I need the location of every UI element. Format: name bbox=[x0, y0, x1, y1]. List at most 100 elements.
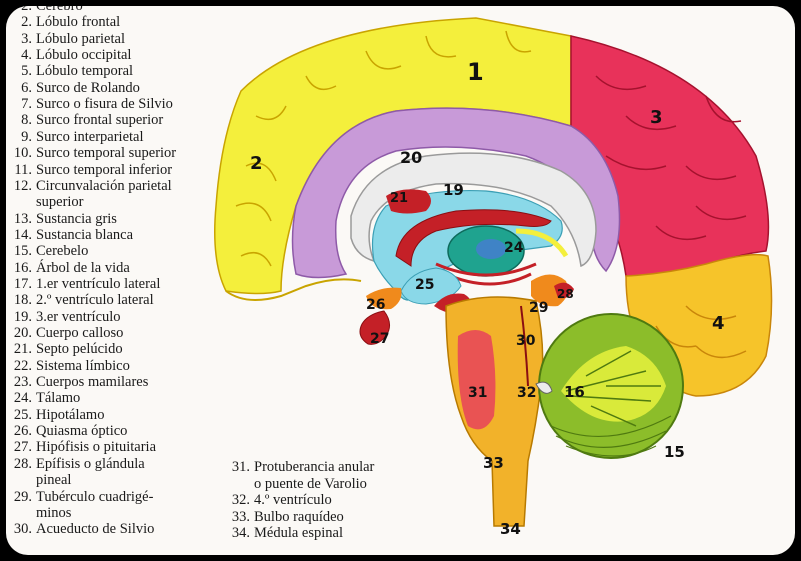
label-28: 28 bbox=[557, 287, 574, 301]
legend-item: 11.Surco temporal inferior bbox=[6, 162, 231, 178]
legend-item: 16.Árbol de la vida bbox=[6, 260, 231, 276]
legend-item: 3.Lóbulo parietal bbox=[6, 31, 231, 47]
legend-item-number: 34. bbox=[231, 525, 250, 541]
legend-item-text: Cerebelo bbox=[36, 243, 89, 260]
legend-item-text: Lóbulo frontal bbox=[36, 14, 121, 31]
legend-item: 28.Epífisis o glándula bbox=[6, 456, 231, 472]
legend-item-text: Lóbulo temporal bbox=[36, 63, 134, 80]
legend-item: 5.Lóbulo temporal bbox=[6, 63, 231, 79]
legend-item: 27.Hipófisis o pituitaria bbox=[6, 439, 231, 455]
label-16: 16 bbox=[564, 383, 585, 401]
label-21: 21 bbox=[390, 191, 408, 206]
legend-item: 14.Sustancia blanca bbox=[6, 227, 231, 243]
legend-item-text: Sustancia blanca bbox=[36, 226, 134, 243]
legend-item-number: 2. bbox=[21, 14, 32, 31]
pineal-region bbox=[554, 282, 574, 299]
arbor-vitae-region bbox=[561, 346, 666, 422]
quadrigeminal-region bbox=[531, 274, 568, 307]
legend-item-text: Acueducto de Silvio bbox=[36, 521, 155, 538]
legend-item-number: 26. bbox=[13, 423, 32, 440]
label-26: 26 bbox=[366, 297, 385, 313]
label-19: 19 bbox=[443, 181, 464, 199]
legend-item-number: 23. bbox=[13, 374, 32, 391]
legend-item: superior bbox=[6, 194, 231, 210]
label-2: 2 bbox=[250, 153, 263, 174]
legend-item-number: 20. bbox=[13, 325, 32, 341]
legend-item-number: 15. bbox=[13, 243, 32, 260]
legend-item-number: 33. bbox=[231, 508, 250, 525]
legend-item-text: Árbol de la vida bbox=[36, 259, 130, 276]
legend-item-number: 27. bbox=[13, 439, 32, 456]
legend-item-text: 2.º ventrículo lateral bbox=[36, 292, 154, 309]
legend-item-number: 25. bbox=[13, 406, 32, 423]
label-31: 31 bbox=[468, 385, 487, 401]
legend-item: 22.Sistema límbico bbox=[6, 358, 231, 374]
label-34: 34 bbox=[500, 520, 521, 538]
legend-item-number: 21. bbox=[13, 341, 32, 358]
legend-item: 30.Acueducto de Silvio bbox=[6, 521, 231, 537]
legend-item-number: 5. bbox=[21, 63, 32, 80]
legend-item-number: 32. bbox=[231, 492, 250, 508]
legend-item: 15.Cerebelo bbox=[6, 243, 231, 259]
legend-item-text: Sistema límbico bbox=[36, 357, 130, 374]
label-30: 30 bbox=[516, 333, 536, 349]
legend-item: 17.1.er ventrículo lateral bbox=[6, 276, 231, 292]
legend-item: 33.Bulbo raquídeo bbox=[224, 509, 424, 525]
legend-item: 19.3.er ventrículo bbox=[6, 309, 231, 325]
legend-item: 9.Surco interparietal bbox=[6, 129, 231, 145]
legend-item-number: 10. bbox=[13, 145, 32, 162]
legend-item-number: 17. bbox=[13, 275, 32, 292]
legend-item-text: 4.º ventrículo bbox=[254, 492, 332, 508]
legend-item-text: Surco temporal inferior bbox=[36, 161, 173, 178]
brain-sagittal-diagram: 1 2 3 4 15 16 19 20 21 24 25 26 27 28 29… bbox=[214, 17, 773, 538]
legend-item-number: 28. bbox=[13, 455, 32, 472]
fornix-arc bbox=[395, 209, 552, 267]
legend-item-text: 3.er ventrículo bbox=[36, 308, 121, 325]
label-15: 15 bbox=[664, 443, 685, 461]
legend-item: 26.Quiasma óptico bbox=[6, 423, 231, 439]
legend-item-text: minos bbox=[36, 504, 72, 521]
corpus-callosum-region bbox=[350, 152, 597, 268]
legend-item-number: 30. bbox=[13, 521, 32, 538]
legend-item-number: 2. bbox=[21, 6, 32, 14]
legend-item-text: Cuerpo calloso bbox=[36, 325, 124, 341]
legend-item-text: Protuberancia anular bbox=[254, 459, 375, 475]
label-1: 1 bbox=[467, 58, 484, 86]
legend-item: 7.Surco o fisura de Silvio bbox=[6, 96, 231, 112]
legend-item-text: Sustancia gris bbox=[36, 210, 117, 227]
legend-item-text: Cuerpos mamilares bbox=[36, 374, 149, 391]
septum-pellucidum-region bbox=[386, 189, 431, 214]
legend-item-number: 11. bbox=[14, 161, 32, 178]
legend-item: 21.Septo pelúcido bbox=[6, 341, 231, 357]
legend-item: 13.Sustancia gris bbox=[6, 211, 231, 227]
legend-item-text: Lóbulo occipital bbox=[36, 47, 132, 64]
legend-item-number: 4. bbox=[21, 47, 32, 64]
legend-item: 24.Tálamo bbox=[6, 390, 231, 406]
pons-region bbox=[457, 330, 496, 430]
legend-item-number: 22. bbox=[13, 357, 32, 374]
legend-item-text: Tálamo bbox=[36, 390, 81, 407]
legend-item-text: Surco o fisura de Silvio bbox=[36, 96, 173, 113]
legend-item: 12.Circunvalación parietal bbox=[6, 178, 231, 194]
legend-item: 34.Médula espinal bbox=[224, 525, 424, 541]
legend-item-number: 14. bbox=[13, 226, 32, 243]
legend-item-number: 8. bbox=[21, 112, 32, 129]
hypothalamus-region bbox=[400, 267, 462, 305]
legend-item: 10.Surco temporal superior bbox=[6, 145, 231, 161]
legend-item: 32.4.º ventrículo bbox=[224, 492, 424, 508]
legend-item-text: Epífisis o glándula bbox=[36, 455, 145, 472]
legend-item: 2.Cerebro bbox=[6, 6, 231, 14]
legend-item-number: 29. bbox=[13, 488, 32, 505]
legend-item: 20.Cuerpo calloso bbox=[6, 325, 231, 341]
label-4: 4 bbox=[712, 313, 725, 334]
legend-item-number: 31. bbox=[231, 459, 250, 475]
pituitary-region bbox=[359, 310, 390, 345]
label-27: 27 bbox=[370, 331, 389, 347]
legend-item-text: Tubérculo cuadrigé- bbox=[36, 488, 154, 505]
legend-item-text: Hipófisis o pituitaria bbox=[36, 439, 157, 456]
legend-item-number: 16. bbox=[13, 259, 32, 276]
legend-item-number: 19. bbox=[13, 308, 32, 325]
legend-item: 18.2.º ventrículo lateral bbox=[6, 292, 231, 308]
legend-item-number: 24. bbox=[13, 390, 32, 407]
